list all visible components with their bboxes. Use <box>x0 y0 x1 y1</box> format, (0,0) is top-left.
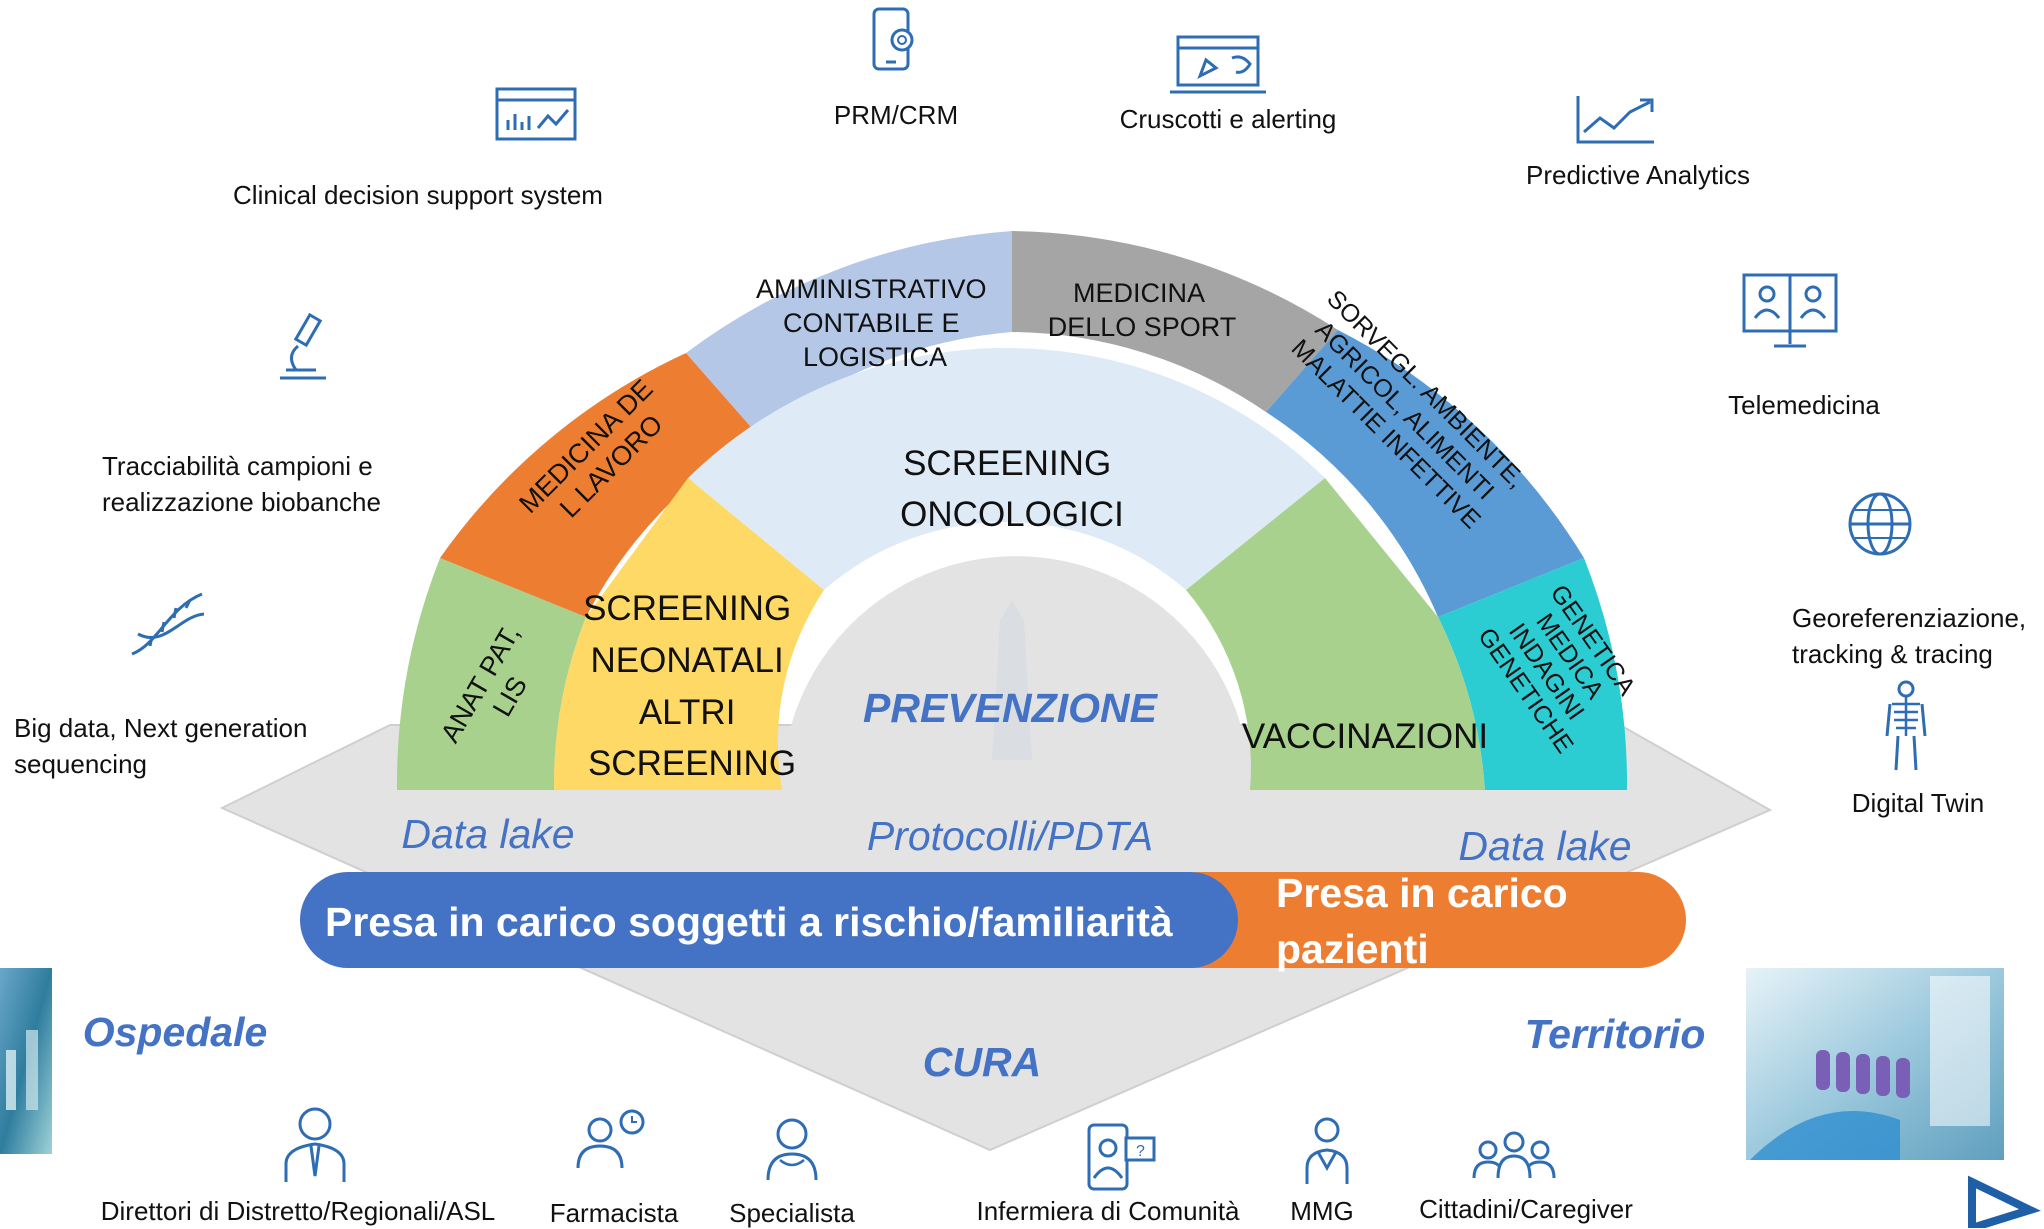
label-tracciabilita: Tracciabilità campioni e realizzazione b… <box>102 448 381 520</box>
label-medicina-sport: MEDICINA DELLO SPORT <box>1048 278 1237 342</box>
bar-right-label: Presa in carico pazienti <box>1276 870 1579 972</box>
community-nurse-icon: ? <box>1087 1123 1156 1191</box>
segment-sorveglianza <box>1266 330 1584 617</box>
hospital-photo <box>0 968 52 1154</box>
label-infermiera: Infermiera di Comunità <box>976 1196 1240 1226</box>
bar-right-orange <box>1150 872 1686 968</box>
segment-screening-neonatali <box>553 478 824 790</box>
analytics-screen-icon <box>495 87 577 141</box>
label-mmg: MMG <box>1290 1196 1354 1226</box>
label-farmacista: Farmacista <box>549 1198 679 1228</box>
label-bigdata-line1: Big data, Next generation <box>14 713 308 743</box>
trend-chart-icon <box>1576 96 1654 144</box>
label-data-lake-right: Data lake <box>1458 823 1631 869</box>
gp-doctor-icon <box>1305 1117 1349 1184</box>
label-tracciabilita-line1: Tracciabilità campioni e <box>102 451 373 481</box>
label-prevenzione: PREVENZIONE <box>863 685 1159 731</box>
phone-gear-icon <box>872 7 914 71</box>
pharmacist-icon <box>576 1109 645 1169</box>
microscope-icon <box>280 312 326 380</box>
label-protocolli: Protocolli/PDTA <box>867 813 1153 859</box>
bar-left-label: Presa in carico soggetti a rischio/famil… <box>325 899 1173 945</box>
label-territorio: Territorio <box>1525 1011 1706 1057</box>
director-icon <box>284 1107 346 1182</box>
label-predictive: Predictive Analytics <box>1526 160 1750 190</box>
segment-vaccinazioni <box>1186 478 1485 790</box>
telemedicine-icon <box>1742 273 1838 348</box>
label-prm-crm: PRM/CRM <box>833 100 959 130</box>
citizens-group-icon <box>1472 1131 1556 1179</box>
dashboard-monitor-icon <box>1170 35 1266 94</box>
label-georef: Georeferenziazione, tracking & tracing <box>1792 600 2026 672</box>
label-georef-line1: Georeferenziazione, <box>1792 603 2027 633</box>
label-direttori: Direttori di Distretto/Regionali/ASL <box>100 1196 496 1226</box>
label-digital-twin: Digital Twin <box>1851 788 1985 818</box>
segment-screening-oncologici <box>688 347 1325 590</box>
label-data-lake-left: Data lake <box>401 811 574 857</box>
label-screening-neonatali: SCREENING NEONATALI ALTRI SCREENING <box>583 589 801 783</box>
label-telemedicina: Telemedicina <box>1728 390 1880 420</box>
svg-text:?: ? <box>1136 1143 1145 1160</box>
label-bigdata-line2: sequencing <box>14 749 147 779</box>
label-specialista: Specialista <box>729 1198 855 1228</box>
label-cittadini: Cittadini/Caregiver <box>1419 1194 1633 1224</box>
segment-medicina-sport <box>1012 231 1338 412</box>
segment-genetica <box>1438 558 1628 790</box>
label-vaccinazioni: VACCINAZIONI <box>1242 717 1488 756</box>
skeleton-icon <box>1885 680 1927 771</box>
segment-anat-pat <box>396 558 586 790</box>
label-bigdata: Big data, Next generation sequencing <box>14 710 307 782</box>
label-amministrativo: AMMINISTRATIVO CONTABILE E LOGISTICA <box>756 274 994 372</box>
globe-icon <box>1848 492 1912 556</box>
label-tracciabilita-line2: realizzazione biobanche <box>102 487 381 517</box>
label-screening-oncologici: SCREENING ONCOLOGICI <box>900 444 1124 534</box>
segment-medicina-lavoro <box>440 353 758 617</box>
dna-icon <box>131 592 205 656</box>
lighthouse-watermark <box>992 600 1032 760</box>
label-cdss: Clinical decision support system <box>233 180 603 210</box>
label-cura: CURA <box>923 1039 1041 1085</box>
specialist-icon <box>766 1118 818 1181</box>
lab-photo <box>1746 968 2004 1160</box>
logo-mark <box>1968 1175 2044 1228</box>
bar-left-blue <box>300 872 1238 968</box>
label-cruscotti: Cruscotti e alerting <box>1119 104 1337 134</box>
label-georef-line2: tracking & tracing <box>1792 639 1993 669</box>
segment-amministrativo <box>686 231 1012 435</box>
label-ospedale: Ospedale <box>83 1009 268 1055</box>
